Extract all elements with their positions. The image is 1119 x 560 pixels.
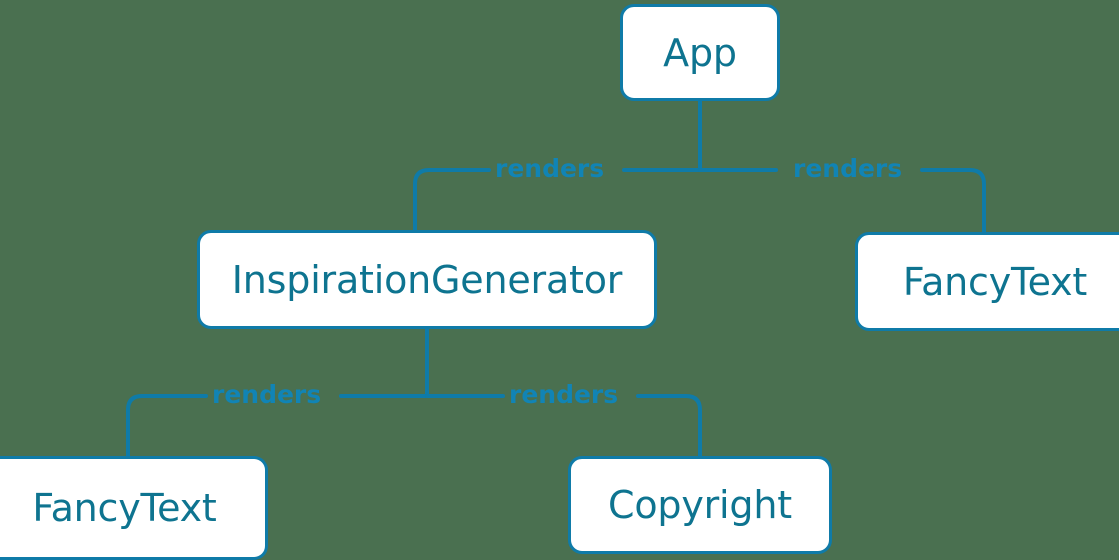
node-app[interactable]: App	[620, 4, 780, 101]
node-fancytext-right-label: FancyText	[902, 259, 1088, 304]
node-inspiration-generator[interactable]: InspirationGenerator	[197, 230, 657, 329]
edge-label-app-to-inspiration-generator: renders	[495, 154, 605, 183]
edge-app-to-fancytext-right-seg	[920, 168, 986, 234]
node-fancytext-left-label: FancyText	[32, 486, 217, 530]
edge-app-to-inspiration-left-seg	[413, 168, 491, 232]
edge-inspiration-to-copyright-right-seg	[636, 394, 702, 458]
edge-label-inspiration-generator-to-fancytext: renders	[212, 380, 322, 409]
node-fancytext-right[interactable]: FancyText	[855, 232, 1119, 331]
node-fancytext-left[interactable]: FancyText	[0, 456, 268, 560]
node-inspiration-generator-label: InspirationGenerator	[231, 257, 623, 302]
edge-label-app-to-fancytext: renders	[793, 154, 903, 183]
edge-inspiration-to-fancytext-left-seg	[126, 394, 208, 458]
node-copyright[interactable]: Copyright	[568, 456, 832, 554]
node-app-label: App	[663, 30, 737, 75]
edge-label-inspiration-generator-to-copyright: renders	[509, 380, 619, 409]
node-copyright-label: Copyright	[608, 483, 792, 527]
